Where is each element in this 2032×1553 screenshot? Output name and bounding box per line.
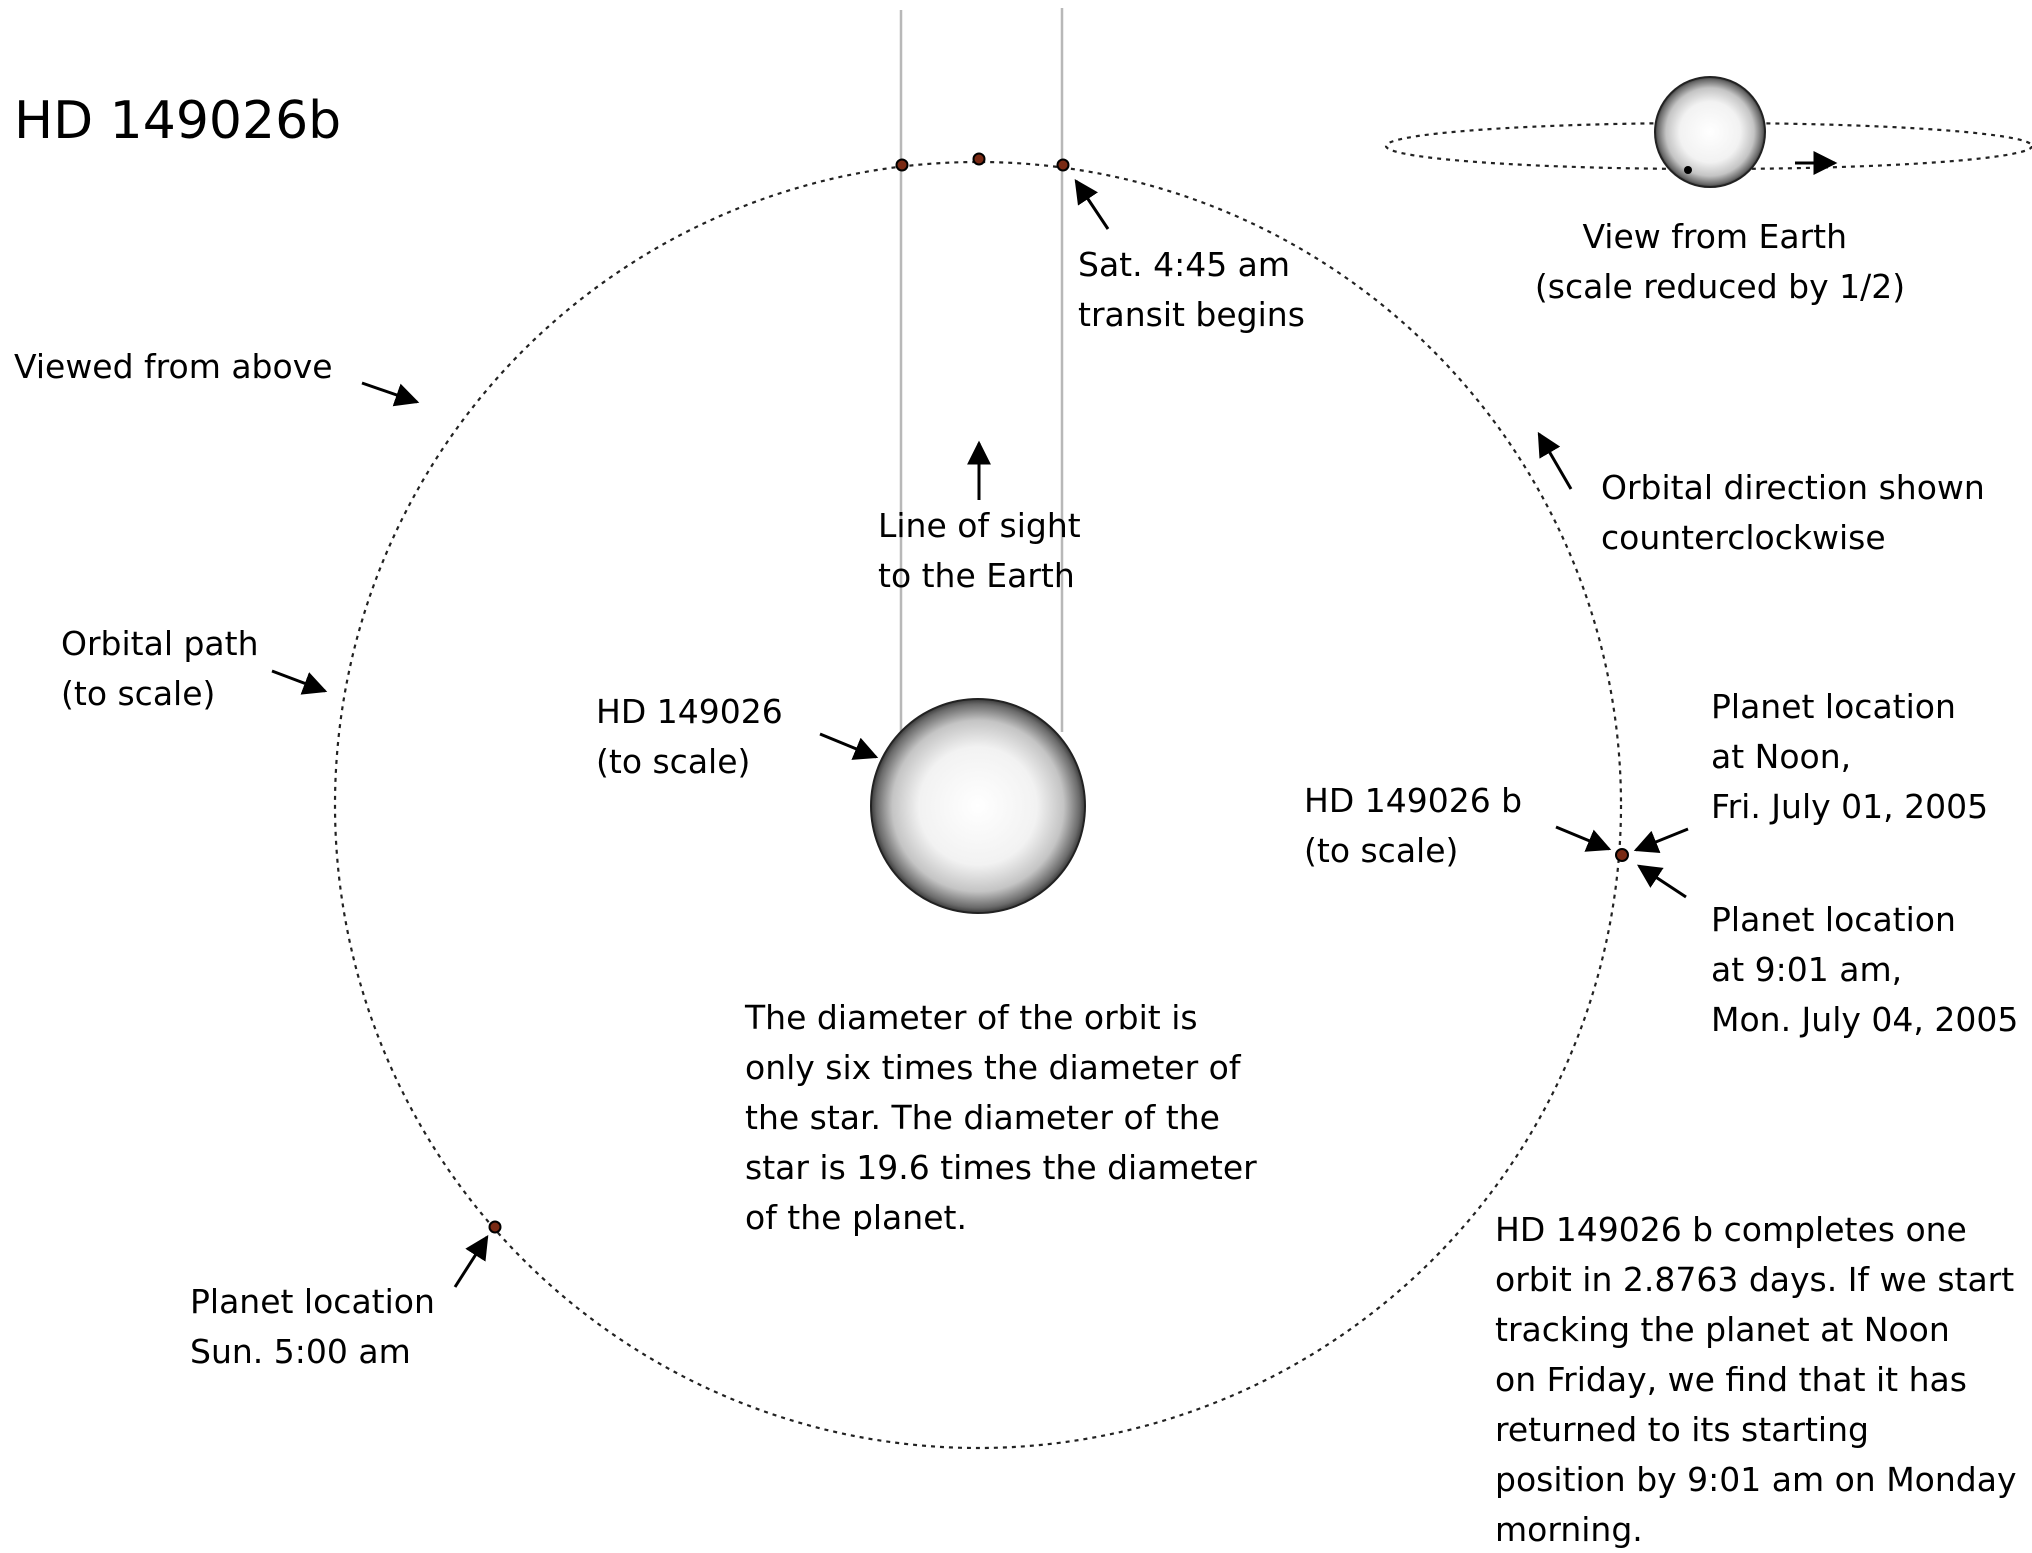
orbital-path [333,160,1623,1450]
planet-transit-mid-dot [972,152,986,166]
planet-label-arrow [1555,825,1612,852]
view-from-earth-label: View from Earth (scale reduced by 1/2) [1535,217,1905,306]
location-sunday-label: Planet location Sun. 5:00 am [190,1282,445,1371]
diameter-note: The diameter of the orbit is only six ti… [744,998,1267,1237]
monday-location-arrow [1636,864,1687,899]
orbital-direction-label: Orbital direction shown counterclockwise [1601,468,1995,557]
planet-noon-friday-dot [1615,848,1629,862]
location-noon-label: Planet location at Noon, Fri. July 01, 2… [1711,687,1988,826]
planet-transit-start-dot [895,158,909,172]
planet-label: HD 149026 b (to scale) [1304,781,1533,870]
orbital-direction-arrow [1537,431,1573,490]
transit-arrow [1074,179,1110,230]
planet-sunday-dot [488,1220,502,1234]
noon-location-arrow [1633,827,1689,854]
edge-on-star [1654,76,1766,188]
location-monday-label: Planet location at 9:01 am, Mon. July 04… [1711,900,2018,1039]
edge-on-planet-dot [1684,166,1692,174]
transit-label: Sat. 4:45 am transit begins [1078,245,1305,334]
orbital-path-arrow [271,669,328,695]
star-label: HD 149026 (to scale) [596,692,793,781]
star-hd-149026 [870,698,1086,914]
viewed-from-above-label: Viewed from above [14,347,333,386]
planet-transit-begin-dot [1056,158,1070,172]
viewed-from-above-arrow [361,381,420,407]
period-note: HD 149026 b completes one orbit in 2.876… [1495,1210,2027,1549]
sunday-location-arrow [453,1234,489,1288]
line-of-sight-label: Line of sight to the Earth [878,506,1091,595]
star-arrow [819,732,879,760]
orbital-path-label: Orbital path (to scale) [61,624,269,713]
diagram-title: HD 149026b [14,91,341,151]
